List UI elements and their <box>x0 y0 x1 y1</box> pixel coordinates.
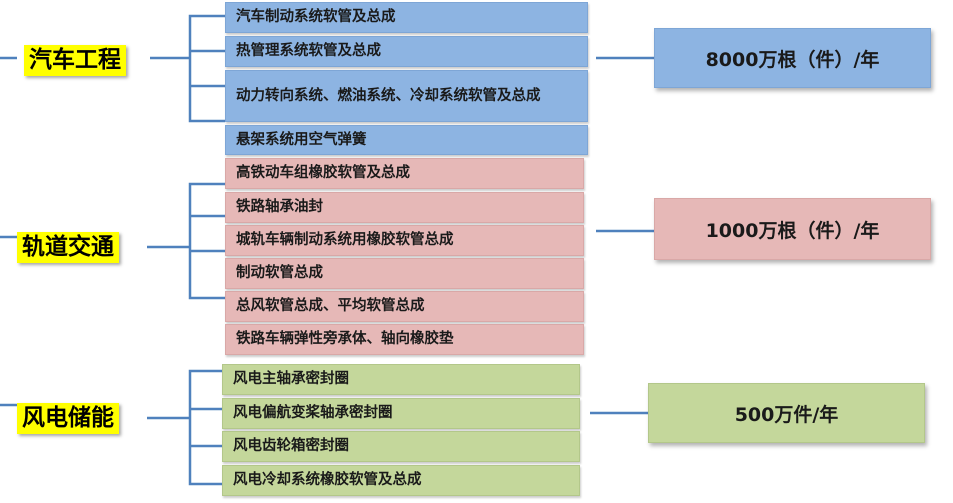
connector-rail-bracket <box>188 182 225 300</box>
product-item: 风电齿轮箱密封圈 <box>222 431 580 462</box>
product-item: 风电冷却系统橡胶软管及总成 <box>222 465 580 496</box>
product-item: 汽车制动系统软管及总成 <box>225 2 588 33</box>
category-wind: 风电储能 <box>17 403 119 434</box>
product-item: 风电主轴承密封圈 <box>222 364 580 395</box>
capacity-wind: 500万件/年 <box>648 383 925 443</box>
connector-auto-bracket <box>188 14 225 123</box>
product-item: 制动软管总成 <box>225 258 584 289</box>
capacity-automotive: 8000万根（件）/年 <box>654 28 931 88</box>
product-item: 风电偏航变桨轴承密封圈 <box>222 398 580 429</box>
product-item: 铁路车辆弹性旁承体、轴向橡胶垫 <box>225 324 584 355</box>
product-item: 悬架系统用空气弹簧 <box>225 125 588 155</box>
product-item: 热管理系统软管及总成 <box>225 36 588 67</box>
product-item: 铁路轴承油封 <box>225 192 584 223</box>
product-item: 高铁动车组橡胶软管及总成 <box>225 158 584 189</box>
connector-wind-bracket <box>188 369 225 486</box>
product-item: 城轨车辆制动系统用橡胶软管总成 <box>225 225 584 256</box>
capacity-rail: 1000万根（件）/年 <box>654 198 931 260</box>
product-item: 动力转向系统、燃油系统、冷却系统软管及总成 <box>225 70 588 122</box>
category-automotive: 汽车工程 <box>24 45 126 76</box>
product-item: 总风软管总成、平均软管总成 <box>225 291 584 322</box>
category-rail: 轨道交通 <box>17 232 119 263</box>
